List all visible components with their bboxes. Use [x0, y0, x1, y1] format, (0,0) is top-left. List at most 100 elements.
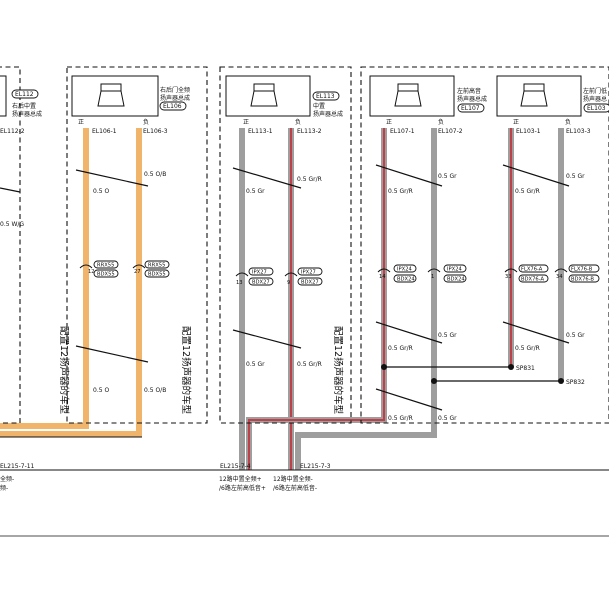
module-name-el107-line2: 扬声器总成: [457, 95, 487, 103]
connector-ipx27: IPX27: [252, 270, 267, 276]
bottom-note: /6路左前高低音-: [273, 484, 317, 492]
wire-label: 0.5 O/B: [144, 387, 166, 394]
connector-pin-number: 34: [556, 274, 563, 280]
connector-bdx76b: BDX76-B: [571, 277, 594, 283]
wire-label: 0.5 Gr: [438, 415, 457, 422]
module-name-el113-line2: 扬声器总成: [313, 110, 343, 118]
wire-label: 0.5 Gr/R: [515, 188, 540, 195]
splice-node: [431, 378, 437, 384]
wire-label: 0.5 Gr/R: [388, 345, 413, 352]
bottom-note: /6路左前高低音+: [219, 484, 266, 492]
pin-el107-right: EL107-2: [438, 128, 463, 135]
frame-el113: [219, 66, 352, 424]
module-tag-el107: EL107: [461, 105, 480, 112]
connector-symbol: [79, 264, 146, 269]
module-tag-bg: [583, 103, 609, 113]
bottom-pin: EL215-7-4: [220, 463, 251, 470]
pole-positive: 正: [243, 119, 249, 126]
connector-ipx24: IPX24: [397, 267, 413, 273]
connector-bdx24: BDX24: [397, 277, 415, 283]
connector-pin-number: 9: [287, 280, 290, 286]
pole-negative: 负: [143, 118, 149, 126]
bottom-note: 12路中置全频-: [273, 475, 313, 483]
splice-sp832: SP832: [566, 379, 585, 386]
connector-bdx55: BDX55: [148, 272, 166, 278]
connector-pin-number: 12: [88, 269, 95, 275]
wire-label: 0.5 O: [93, 387, 109, 394]
module-tag-el106: EL106: [163, 103, 182, 110]
module-tag-bg: [312, 91, 340, 101]
module-tag-bg: [11, 89, 39, 99]
connector-tag-bg: [393, 264, 417, 273]
wire-label: 0.5 O: [93, 188, 109, 195]
bottom-pin: EL215-7-11: [0, 463, 35, 470]
wire-label: 0.5 W/G: [0, 221, 24, 228]
pole-negative: 负: [565, 118, 571, 126]
wire-el107-negative: [295, 128, 437, 470]
pole-positive: 正: [513, 119, 519, 126]
connector-symbol: [504, 268, 568, 273]
connector-bdx55: BDX55: [97, 272, 115, 278]
frame-el106: [66, 66, 208, 424]
connector-tag-bg: [248, 267, 274, 276]
wire-label: 0.5 Gr: [246, 188, 265, 195]
connector-flx76b: FLX76-B: [571, 267, 593, 273]
bottom-note: 12路中置全频+: [219, 475, 262, 483]
connector-tag-bg: [248, 277, 274, 286]
wire-label: 0.5 Gr/R: [297, 361, 322, 368]
module-name-el106-line1: 右后门全频: [160, 86, 190, 94]
pin-el106-right: EL106-3: [143, 128, 168, 135]
bottom-pin: EL215-7-3: [300, 463, 331, 470]
bottom-note: 频-: [0, 484, 8, 492]
pin-el103-right: EL103-3: [566, 128, 591, 135]
connector-tag-bg: [518, 274, 549, 283]
splice-node: [558, 378, 564, 384]
module-name-el107-line1: 左前高音: [457, 87, 481, 95]
module-tag-bg: [457, 103, 485, 113]
connector-pin-number: 14: [379, 274, 386, 280]
module-box-el112: [0, 75, 7, 117]
connector-tag-bg: [144, 269, 170, 278]
connector-tag-bg: [443, 274, 467, 283]
pole-negative: 负: [438, 118, 444, 126]
splice-node: [508, 364, 514, 370]
connector-tag-bg: [93, 269, 119, 278]
module-tag-bg: [159, 101, 187, 111]
connector-bdx27: BDX27: [252, 280, 270, 286]
module-tag-el113: EL113: [316, 93, 335, 100]
module-name-el112-line2: 扬声器总成: [12, 110, 42, 118]
connector-pin-number: 27: [134, 269, 141, 275]
module-tag-el103: EL103: [587, 105, 606, 112]
splice-sp831: SP831: [516, 365, 535, 372]
wire-break-markers: [0, 164, 570, 411]
frame-el107-el103: [360, 66, 609, 424]
wire-label: 0.5 Gr/R: [515, 345, 540, 352]
splice-node: [381, 364, 387, 370]
connector-tag-bg: [297, 277, 323, 286]
connector-flx76a: FLX76-A: [521, 267, 543, 273]
bottom-note: 全频-: [0, 475, 14, 483]
connector-symbol: [377, 268, 441, 273]
wire-label: 0.5 Gr/R: [297, 176, 322, 183]
connector-tag-bg: [518, 264, 549, 273]
vertical-note: 配置12扬声器的车型: [180, 326, 192, 415]
connector-tag-bg: [568, 264, 600, 273]
connector-bdx76a: BDX76-A: [521, 277, 544, 283]
vertical-note: 配置12扬声器的车型: [58, 326, 70, 415]
connector-bdx24: BDX24: [447, 277, 465, 283]
frame-el112: [0, 66, 21, 424]
vertical-note: 配置12扬声器的车型: [332, 326, 344, 415]
pin-el113-right: EL113-2: [297, 128, 322, 135]
speaker-icon: [250, 83, 278, 107]
connector-tag-bg: [443, 264, 467, 273]
wire-label: 0.5 Gr: [438, 173, 457, 180]
connector-rrx55: RRX55: [148, 263, 165, 269]
wire-label: 0.5 O/B: [144, 171, 166, 178]
connector-rrx55: RRX55: [97, 263, 114, 269]
wire-label: 0.5 Gr/R: [388, 188, 413, 195]
connector-tag-bg: [393, 274, 417, 283]
pin-el112: EL112-2: [0, 128, 25, 135]
wire-label: 0.5 Gr: [566, 173, 585, 180]
connector-pin-number: 33: [505, 274, 512, 280]
